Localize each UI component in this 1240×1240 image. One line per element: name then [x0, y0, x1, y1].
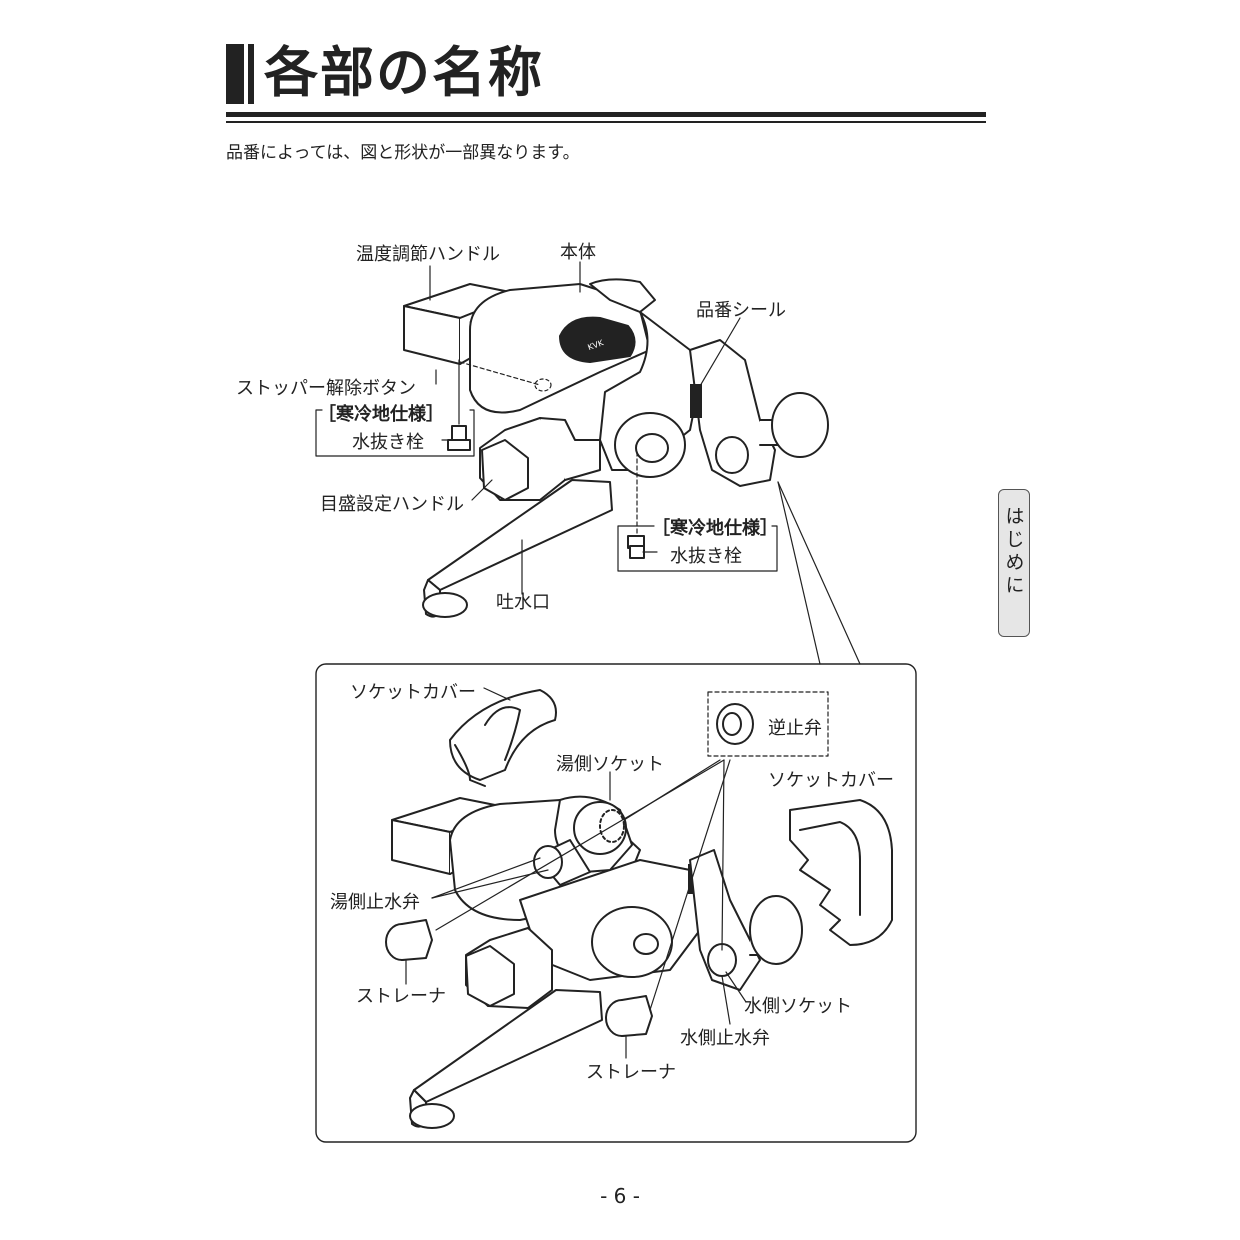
label-strainer-bottom: ストレーナ [586, 1062, 676, 1083]
label-model-sticker: 品番シール [696, 300, 786, 321]
lower-spout-shape [409, 989, 603, 1129]
upper-spout-shape [422, 479, 613, 618]
lower-scale-handle-shape [465, 927, 553, 1009]
label-drain-plug-1: 水抜き栓 [352, 432, 424, 453]
label-stopper-button: ストッパー解除ボタン [236, 378, 416, 399]
title-bar-mark-thin [248, 44, 254, 104]
label-scale-handle: 目盛設定ハンドル [320, 494, 464, 515]
strainer-left-shape [385, 919, 433, 961]
upper-drain-plug-2 [627, 451, 645, 559]
label-spout: 吐水口 [496, 592, 550, 613]
label-cold-spec-1: ［寒冷地仕様］ [318, 404, 444, 425]
page-number: - 6 - [600, 1184, 640, 1208]
strainer-bottom-shape [605, 995, 653, 1037]
label-cold-spec-2: ［寒冷地仕様］ [652, 518, 778, 539]
lower-cold-arm-shape [689, 849, 803, 991]
chapter-tab-label: はじめに [1002, 506, 1025, 598]
title-rule-thin [226, 121, 986, 123]
label-cold-stop-valve: 水側止水弁 [680, 1028, 770, 1049]
label-body: 本体 [560, 242, 596, 263]
title-bar-mark [226, 44, 244, 104]
lower-socket-cover-left [449, 689, 557, 787]
label-check-valve: 逆止弁 [768, 718, 822, 739]
label-cold-socket: 水側ソケット [744, 996, 852, 1017]
page-title: 各部の名称 [264, 41, 544, 104]
label-temp-handle: 温度調節ハンドル [356, 244, 500, 265]
title-rule-thick [226, 112, 986, 117]
label-hot-socket: 湯側ソケット [556, 754, 664, 775]
upper-drain-plug-1 [447, 359, 541, 451]
model-note: 品番によっては、図と形状が一部異なります。 [226, 143, 580, 163]
label-strainer-left: ストレーナ [356, 986, 446, 1007]
chapter-tab[interactable] [998, 489, 1030, 637]
label-hot-stop-valve: 湯側止水弁 [330, 892, 420, 913]
label-socket-cover-left: ソケットカバー [350, 682, 476, 703]
upper-body-shape [469, 278, 701, 478]
upper-cold-arm-shape [689, 339, 829, 487]
lower-socket-cover-right [789, 799, 893, 946]
upper-scale-handle-shape [479, 417, 601, 501]
label-socket-cover-right: ソケットカバー [768, 770, 894, 791]
check-valve-shape [716, 703, 754, 745]
label-drain-plug-2: 水抜き栓 [670, 546, 742, 567]
